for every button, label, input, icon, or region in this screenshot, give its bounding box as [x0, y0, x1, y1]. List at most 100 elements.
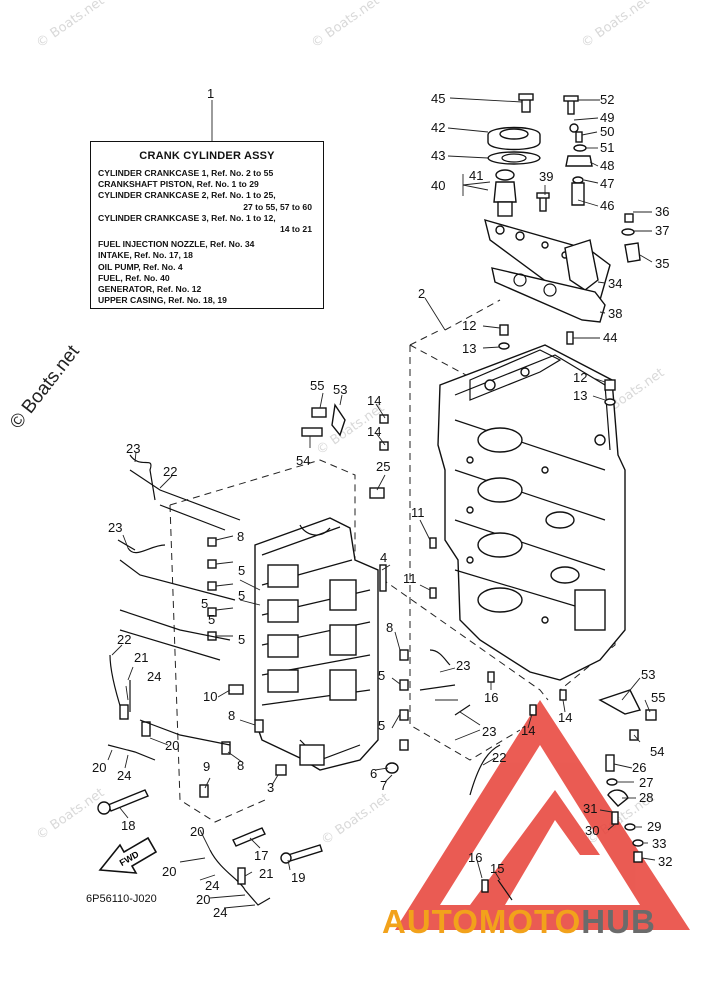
callout-13: 13: [573, 388, 587, 403]
callout-20: 20: [92, 760, 106, 775]
fwd-arrow-icon: FWD: [98, 836, 158, 874]
watermark-tile: © Boats.net: [34, 785, 108, 843]
callout-17: 17: [254, 848, 268, 863]
callout-49: 49: [600, 110, 614, 125]
callout-45: 45: [431, 91, 445, 106]
crankcase-block-right: [437, 344, 626, 681]
callout-16: 16: [468, 850, 482, 865]
callout-11: 11: [411, 505, 425, 520]
callout-44: 44: [603, 330, 617, 345]
label-line: OIL PUMP, Ref. No. 4: [98, 261, 183, 272]
crankcase-block-left: [254, 517, 379, 771]
callout-9: 9: [203, 759, 210, 774]
callout-27: 27: [639, 775, 653, 790]
callout-47: 47: [600, 176, 614, 191]
group-outline-crankcase-1-left: [169, 504, 266, 823]
callout-labels: 1 2 3 4 5 5 5 5 5 5 5 6 7 8 8 8 8 9 10 1…: [92, 86, 672, 920]
callout-8: 8: [228, 708, 235, 723]
label-line: FUEL, Ref. No. 40: [98, 272, 170, 283]
callout-4: 4: [380, 550, 387, 565]
callout-21: 21: [259, 866, 273, 881]
callout-54: 54: [296, 453, 310, 468]
callout-53: 53: [641, 667, 655, 682]
brand-part-1: AUTOMOTO: [382, 903, 582, 940]
callout-42: 42: [431, 120, 445, 135]
brand-wordmark: AUTOMOTOHUB: [382, 903, 656, 941]
callout-23: 23: [456, 658, 470, 673]
callout-53: 53: [333, 382, 347, 397]
callout-25: 25: [376, 459, 390, 474]
callout-55: 55: [310, 378, 324, 393]
callout-37: 37: [655, 223, 669, 238]
label-line: INTAKE, Ref. No. 17, 18: [98, 250, 193, 261]
label-line: UPPER CASING, Ref. No. 18, 19: [98, 295, 227, 306]
callout-35: 35: [655, 256, 669, 271]
label-line: CRANKSHAFT PISTON, Ref. No. 1 to 29: [98, 179, 259, 190]
callout-5: 5: [238, 563, 245, 578]
callout-22: 22: [117, 632, 131, 647]
callout-30: 30: [585, 823, 599, 838]
callout-20: 20: [196, 892, 210, 907]
callout-24: 24: [147, 669, 161, 684]
callout-5: 5: [378, 668, 385, 683]
callout-31: 31: [583, 801, 597, 816]
callout-14: 14: [367, 424, 381, 439]
callout-5: 5: [238, 632, 245, 647]
callout-46: 46: [600, 198, 614, 213]
callout-39: 39: [539, 169, 553, 184]
callout-11: 11: [403, 571, 417, 586]
automotohub-logo-icon: [395, 700, 690, 930]
callout-14: 14: [521, 723, 535, 738]
diagram-code: 6P56110-J020: [86, 893, 157, 905]
watermark-tile: © Boats.net: [579, 0, 653, 51]
callout-15: 15: [490, 861, 504, 876]
callout-5: 5: [378, 718, 385, 733]
leader-lines: [107, 97, 656, 909]
group-outline-crankcase-2-top: [409, 299, 501, 346]
callout-38: 38: [608, 306, 622, 321]
callout-33: 33: [652, 836, 666, 851]
callout-50: 50: [600, 124, 614, 139]
callout-23: 23: [482, 724, 496, 739]
callout-5: 5: [208, 612, 215, 627]
label-line: 14 to 21: [279, 224, 312, 235]
callout-48: 48: [600, 158, 614, 173]
callout-40: 40: [431, 178, 445, 193]
callout-52: 52: [600, 92, 614, 107]
callout-5: 5: [201, 596, 208, 611]
callout-43: 43: [431, 148, 445, 163]
callout-54: 54: [650, 744, 664, 759]
callout-8: 8: [386, 620, 393, 635]
label-line: FUEL INJECTION NOZZLE, Ref. No. 34: [98, 239, 255, 250]
callout-28: 28: [639, 790, 653, 805]
callout-20: 20: [162, 864, 176, 879]
callout-7: 7: [380, 778, 387, 793]
callout-6: 6: [370, 766, 377, 781]
callout-8: 8: [237, 758, 244, 773]
callout-21: 21: [134, 650, 148, 665]
top-assembly: [484, 93, 641, 345]
label-line: CYLINDER CRANKCASE 1, Ref. No. 2 to 55: [98, 168, 274, 178]
callout-22: 22: [163, 464, 177, 479]
callout-34: 34: [608, 276, 622, 291]
group-outline-crankcase-1: [169, 459, 549, 701]
callout-12: 12: [573, 370, 587, 385]
callout-16: 16: [484, 690, 498, 705]
callout-5: 5: [238, 588, 245, 603]
callout-55: 55: [651, 690, 665, 705]
watermark-tile: © Boats.net: [34, 0, 108, 51]
watermark-tile: © Boats.net: [309, 0, 383, 51]
callout-32: 32: [658, 854, 672, 869]
brand-part-2: HUB: [581, 903, 656, 940]
callout-24: 24: [213, 905, 227, 920]
label-line: GENERATOR, Ref. No. 12: [98, 284, 202, 295]
callout-41: 41: [469, 168, 483, 183]
label-line: 27 to 55, 57 to 60: [243, 201, 312, 212]
callout-18: 18: [121, 818, 135, 833]
group-outline-crankcase-2-left: [409, 345, 521, 761]
callout-20: 20: [190, 824, 204, 839]
callout-12: 12: [462, 318, 476, 333]
callout-23: 23: [126, 441, 140, 456]
label-line: CYLINDER CRANKCASE 2, Ref. No. 1 to 25,: [98, 190, 276, 201]
